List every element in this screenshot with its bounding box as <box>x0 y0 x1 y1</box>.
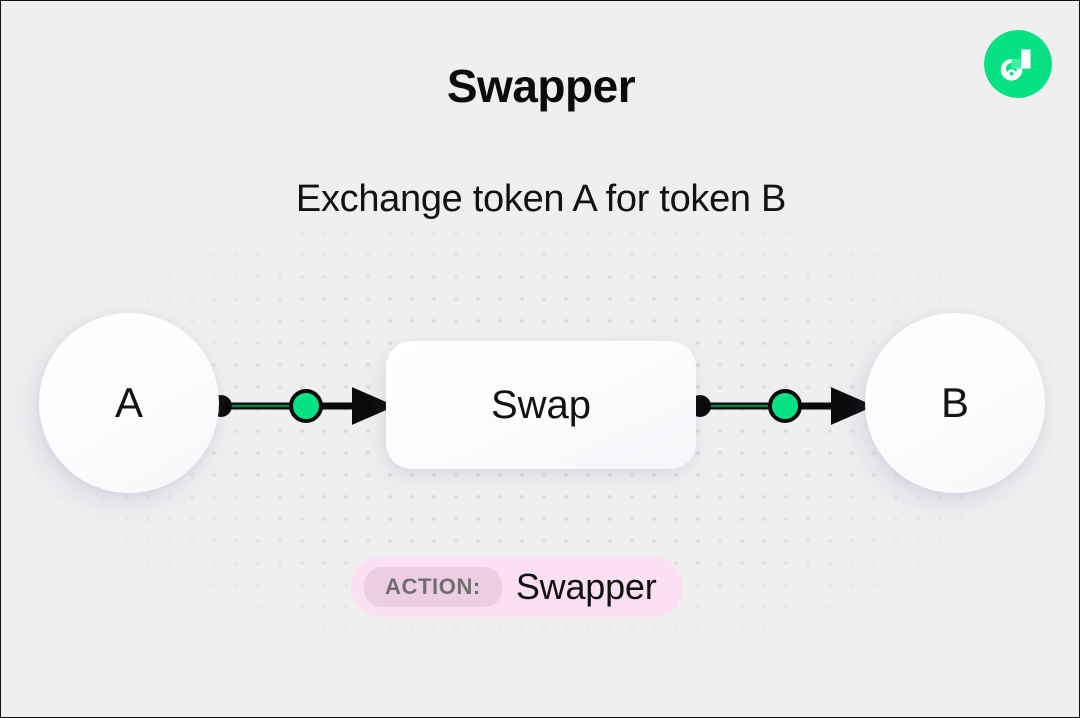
page-subtitle: Exchange token A for token B <box>295 178 787 220</box>
node-token-a[interactable]: A <box>39 313 219 493</box>
flow-logo-icon <box>984 30 1052 98</box>
action-badge-value: Swapper <box>515 566 657 607</box>
node-swap[interactable]: Swap <box>386 341 696 469</box>
page-title: Swapper <box>446 60 636 112</box>
node-token-b-label: B <box>940 379 969 426</box>
node-token-b[interactable]: B <box>865 313 1045 493</box>
action-badge-key: ACTION: <box>364 567 502 607</box>
edge-swap-to-token-b <box>689 387 875 425</box>
node-token-a-label: A <box>114 379 143 426</box>
node-swap-label: Swap <box>490 382 592 427</box>
action-badge: ACTION: Swapper <box>351 557 683 617</box>
edge-token-a-to-swap <box>210 387 396 425</box>
